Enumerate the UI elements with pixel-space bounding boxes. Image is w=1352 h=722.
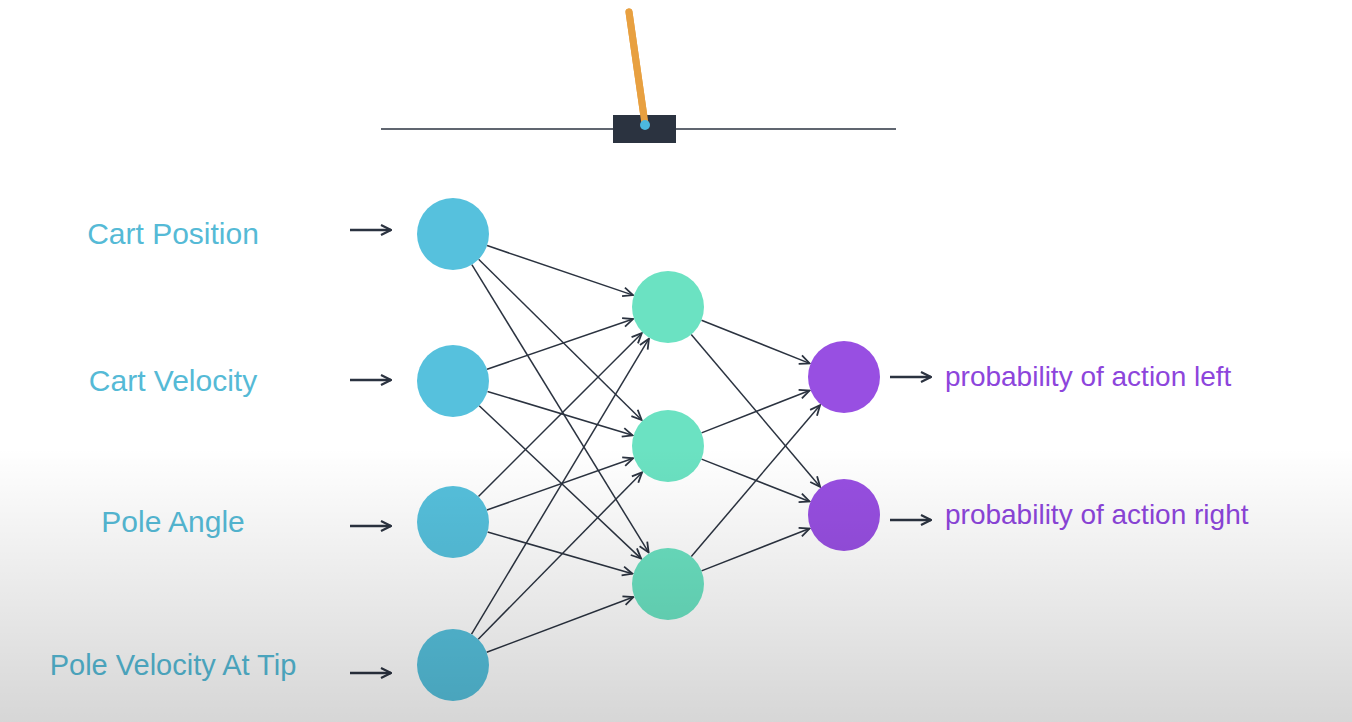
weight-connection	[691, 405, 820, 556]
weight-connection	[472, 265, 649, 553]
input-neuron: Cart Velocity	[417, 345, 489, 417]
weight-connection	[478, 333, 641, 496]
weight-connection	[487, 458, 633, 510]
hidden-neuron	[632, 548, 704, 620]
output-arrow	[890, 376, 931, 378]
input-arrow	[350, 525, 391, 527]
weight-connection	[701, 320, 809, 363]
weight-connection	[487, 319, 633, 369]
weight-connection	[487, 597, 634, 652]
pole-front	[629, 12, 645, 124]
weight-connection	[691, 334, 820, 486]
weight-connection	[702, 391, 810, 433]
hidden-neuron	[632, 410, 704, 482]
output-neuron: probability of action left	[808, 341, 880, 413]
hidden-neuron	[632, 271, 704, 343]
weight-connection	[472, 339, 649, 634]
output-arrow	[890, 519, 931, 521]
pivot-dot	[640, 120, 650, 130]
input-arrow	[350, 229, 391, 231]
weight-connection	[488, 532, 633, 574]
input-label: Cart Position	[87, 219, 259, 249]
output-neuron: probability of action right	[808, 479, 880, 551]
weight-connection	[702, 529, 810, 571]
weight-connection	[478, 472, 642, 639]
input-neuron: Pole Velocity At Tip	[417, 629, 489, 701]
input-neuron: Pole Angle	[417, 486, 489, 558]
input-label: Cart Velocity	[89, 366, 257, 396]
input-arrow	[350, 379, 391, 381]
weight-connection	[487, 391, 632, 435]
input-label: Pole Angle	[101, 507, 244, 537]
input-neuron: Cart Position	[417, 198, 489, 270]
output-label: probability of action right	[945, 501, 1249, 529]
weight-connection	[487, 246, 633, 296]
input-label: Pole Velocity At Tip	[50, 651, 297, 680]
pole	[629, 12, 645, 124]
output-label: probability of action left	[945, 363, 1231, 391]
input-arrow	[350, 672, 391, 674]
weight-connection	[479, 406, 641, 559]
